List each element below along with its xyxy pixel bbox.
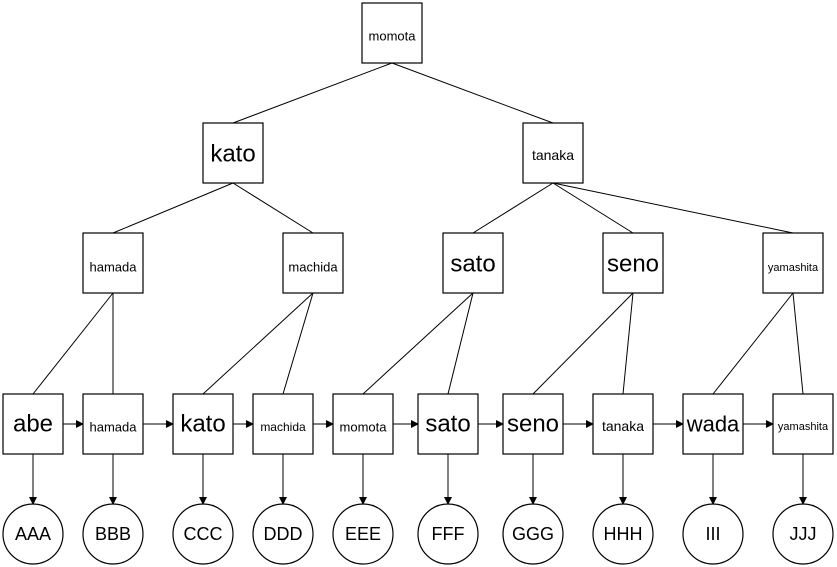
edge-root-kato: [232, 62, 393, 124]
edge-tanaka-sato: [472, 182, 554, 234]
node-label: sato: [450, 251, 495, 278]
tree-edges: [32, 62, 804, 395]
value-node-hhh[interactable]: HHH: [592, 503, 654, 565]
edge-kato-hamada: [112, 182, 234, 234]
internal-node-kato[interactable]: kato: [202, 122, 264, 184]
leaf-node-wada[interactable]: wada: [682, 393, 744, 455]
leaf-node-momota[interactable]: momota: [332, 393, 394, 455]
internal-node-sato[interactable]: sato: [442, 232, 504, 294]
leaf-key: yamashita: [778, 421, 829, 433]
internal-node-tanaka[interactable]: tanaka: [522, 122, 584, 184]
value-label: III: [705, 524, 720, 544]
edge-tanaka-seno: [552, 182, 634, 234]
edge-machida-kato: [202, 292, 314, 395]
value-label: EEE: [345, 524, 381, 544]
node-label: seno: [607, 251, 659, 278]
value-arrows: [29, 454, 807, 505]
value-label: JJJ: [790, 524, 817, 544]
internal-node-machida[interactable]: machida: [282, 232, 344, 294]
value-label: CCC: [184, 524, 223, 544]
edge-seno-seno: [532, 292, 634, 395]
value-label: DDD: [264, 524, 303, 544]
leaf-key: wada: [686, 412, 740, 437]
leaf-node-tanaka[interactable]: tanaka: [592, 393, 654, 455]
node-label: machida: [288, 260, 338, 275]
value-node-jjj[interactable]: JJJ: [772, 503, 834, 565]
internal-node-seno[interactable]: seno: [602, 232, 664, 294]
edge-sato-sato: [447, 292, 474, 395]
leaf-key: kato: [180, 411, 225, 438]
leaf-node-machida[interactable]: machida: [252, 393, 314, 455]
edge-seno-tanaka: [622, 292, 634, 395]
value-label: FFF: [432, 524, 465, 544]
edge-tanaka-yamashita: [552, 182, 794, 234]
leaf-key: sato: [425, 411, 470, 438]
internal-node-hamada[interactable]: hamada: [82, 232, 144, 294]
node-label: momota: [369, 29, 417, 44]
leaf-node-abe[interactable]: abe: [2, 393, 64, 455]
value-node-ddd[interactable]: DDD: [252, 503, 314, 565]
value-label: AAA: [15, 524, 51, 544]
value-label: GGG: [512, 524, 554, 544]
edge-machida-machida: [282, 292, 314, 395]
node-label: yamashita: [768, 262, 819, 274]
value-node-ccc[interactable]: CCC: [172, 503, 234, 565]
edge-root-tanaka: [391, 62, 554, 124]
edge-yamashita-wada: [712, 292, 794, 395]
leaf-node-yamashita[interactable]: yamashita: [772, 393, 834, 455]
value-node-eee[interactable]: EEE: [332, 503, 394, 565]
node-label: hamada: [90, 260, 138, 275]
edge-sato-momota: [362, 292, 474, 395]
value-label: HHH: [604, 524, 643, 544]
value-node-iii[interactable]: III: [682, 503, 744, 565]
value-node-bbb[interactable]: BBB: [82, 503, 144, 565]
leaf-key: machida: [260, 420, 306, 434]
leaf-node-kato[interactable]: kato: [172, 393, 234, 455]
leaf-key: momota: [340, 420, 388, 435]
root-node[interactable]: momota: [361, 2, 423, 64]
leaf-node-sato[interactable]: sato: [417, 393, 479, 455]
leaf-key: tanaka: [602, 418, 644, 434]
value-node-aaa[interactable]: AAA: [2, 503, 64, 565]
leaf-key: abe: [13, 411, 53, 438]
node-label: kato: [210, 141, 255, 168]
edge-yamashita-yamashita: [792, 292, 804, 395]
edge-kato-machida: [232, 182, 314, 234]
node-label: tanaka: [532, 147, 574, 163]
internal-node-yamashita[interactable]: yamashita: [762, 232, 824, 294]
leaf-node-seno[interactable]: seno: [502, 393, 564, 455]
value-node-ggg[interactable]: GGG: [502, 503, 564, 565]
leaf-node-hamada[interactable]: hamada: [82, 393, 144, 455]
leaf-key: seno: [507, 411, 559, 438]
edge-hamada-abe: [32, 292, 114, 395]
leaf-key: hamada: [90, 420, 138, 435]
value-node-fff[interactable]: FFF: [417, 503, 479, 565]
value-label: BBB: [95, 524, 131, 544]
